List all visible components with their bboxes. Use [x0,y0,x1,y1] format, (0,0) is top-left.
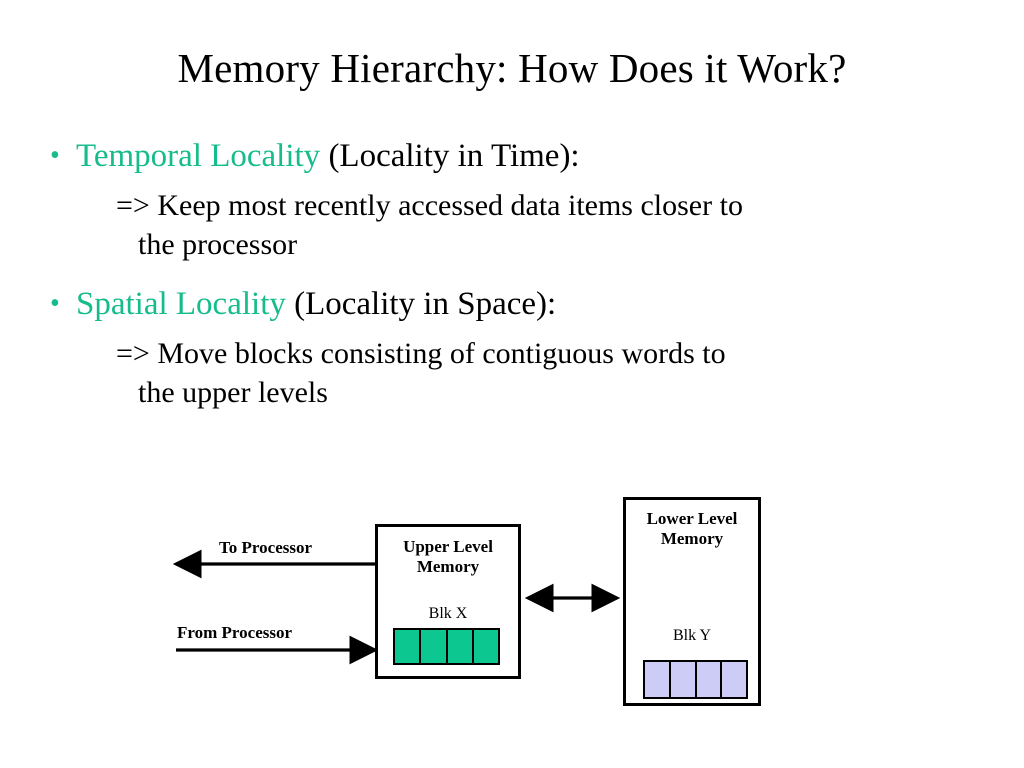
upper-block-strip [393,628,500,665]
upper-block-cell [421,630,446,663]
bullet-item-temporal-locality: • Temporal Locality (Locality in Time): [50,136,990,178]
lower-block-cell [722,662,746,697]
bullet-highlight-spatial-locality: Spatial Locality [76,286,286,323]
lower-level-memory-box: Lower Level Memory Blk Y [623,497,761,706]
sub-line-spatial-1: => Move blocks consisting of contiguous … [116,336,726,370]
upper-level-memory-title: Upper Level Memory [378,537,518,578]
upper-block-cell [473,630,498,663]
arrow-label-to-processor: To Processor [219,538,313,557]
lower-block-strip [643,660,748,699]
upper-block-cell [395,630,420,663]
slide-body: • Temporal Locality (Locality in Time): … [50,136,990,412]
bullet-text: Spatial Locality (Locality in Space): [76,284,990,326]
bullet-item-spatial-locality: • Spatial Locality (Locality in Space): [50,284,990,326]
page-title: Memory Hierarchy: How Does it Work? [177,45,847,91]
bullet-rest-spatial-locality: (Locality in Space): [285,286,557,323]
upper-level-memory-title-line1: Upper Level [403,537,493,556]
bullet-text: Temporal Locality (Locality in Time): [76,136,990,178]
lower-block-cell [645,662,669,697]
spacer [50,264,990,284]
sub-line-temporal-2: the processor [138,227,298,261]
lower-level-memory-title-line1: Lower Level [646,509,738,528]
sub-line-spatial-2: the upper levels [138,376,328,410]
arrow-label-from-processor: From Processor [177,623,293,642]
bullet-highlight-temporal-locality: Temporal Locality [76,138,321,174]
sub-line-temporal-1: => Keep most recently accessed data item… [116,188,743,222]
upper-block-cell [447,630,472,663]
lower-block-cell [670,662,695,697]
bullet-rest-temporal-locality: (Locality in Time): [320,138,580,174]
lower-level-memory-title: Lower Level Memory [626,509,758,550]
lower-block-label: Blk Y [672,627,712,644]
upper-level-memory-box: Upper Level Memory Blk X [375,524,521,679]
lower-level-memory-title-line2: Memory [660,529,724,549]
bullet-marker-icon: • [50,140,60,171]
upper-level-memory-title-line2: Memory [416,557,480,577]
upper-block-label: Blk X [428,605,468,622]
bullet-marker-icon: • [50,288,60,320]
lower-block-cell [696,662,721,697]
